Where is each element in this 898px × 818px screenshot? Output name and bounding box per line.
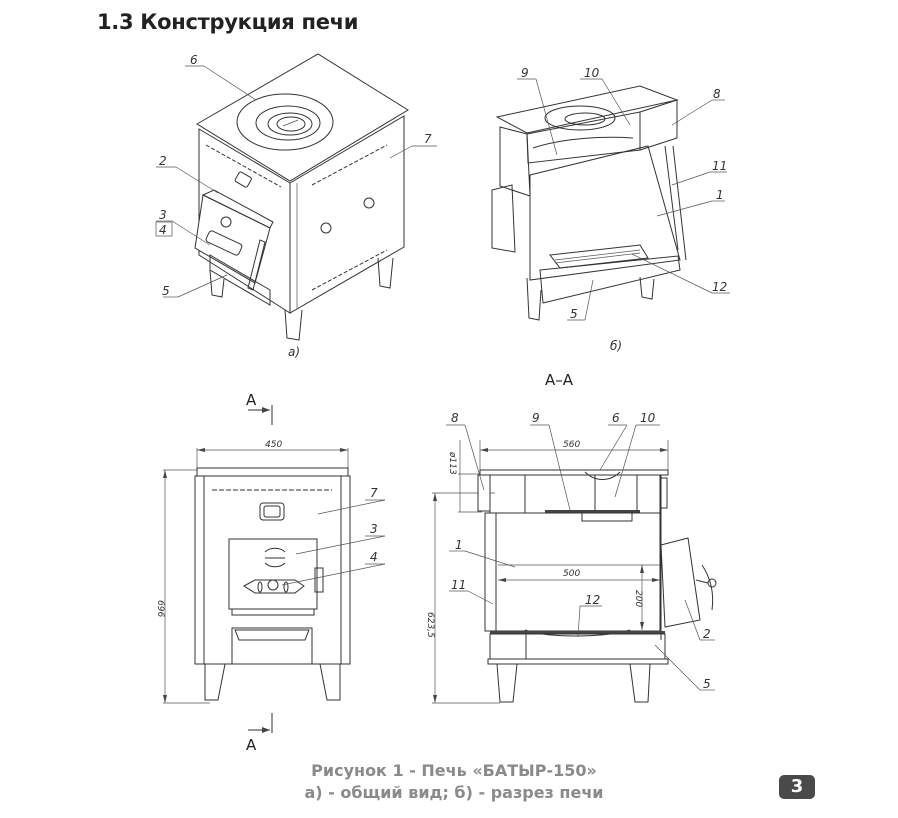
page-number-badge: 3: [779, 775, 815, 799]
figure-a-caption: а): [288, 345, 300, 359]
section-mark-top: А: [246, 391, 257, 409]
caption-line-1: Рисунок 1 - Печь «БАТЫР-150»: [311, 761, 597, 780]
callout-4: 4: [159, 223, 167, 237]
flue-dim: ø113: [447, 451, 457, 475]
callout-6: 6: [190, 53, 198, 67]
callout-9: 9: [521, 66, 529, 80]
section-callout-5: 5: [703, 677, 711, 691]
front-view: А 450 696: [155, 391, 386, 754]
figure-b-cutaway-view: 9 10 8 11 1 12 5 б): [491, 66, 730, 353]
front-callout-3: 3: [370, 522, 378, 536]
width-dim-560: 560: [563, 440, 580, 450]
callout-5b: 5: [570, 307, 578, 321]
width-dim-450: 450: [265, 440, 282, 450]
callout-2: 2: [159, 154, 167, 168]
height-dim-6235: 623,5: [425, 612, 435, 638]
section-callout-2: 2: [703, 627, 711, 641]
section-callout-1: 1: [455, 538, 463, 552]
section-callout-11: 11: [451, 578, 466, 592]
callout-7: 7: [424, 132, 432, 146]
section-callout-9: 9: [532, 411, 540, 425]
section-callout-8: 8: [451, 411, 459, 425]
front-callout-7: 7: [370, 486, 378, 500]
callout-3: 3: [159, 208, 167, 222]
figure-b-caption: б): [610, 339, 622, 353]
height-dim-696: 696: [155, 600, 165, 617]
caption-line-2: а) - общий вид; б) - разрез печи: [304, 783, 604, 802]
section-callout-12: 12: [585, 593, 600, 607]
figure-a-isometric-view: 6 7 2 3 4 5 а): [155, 53, 437, 359]
section-callout-10: 10: [640, 411, 656, 425]
chamber-dim-200: 200: [633, 590, 643, 607]
callout-11: 11: [712, 159, 727, 173]
callout-10: 10: [584, 66, 600, 80]
callout-8: 8: [713, 87, 721, 101]
section-callout-6: 6: [612, 411, 620, 425]
section-view-a-a: А–А 560 ø113 623,5: [425, 371, 717, 704]
inner-dim-500: 500: [563, 569, 580, 579]
callout-12: 12: [712, 280, 727, 294]
front-callout-4: 4: [370, 550, 378, 564]
section-mark-bottom: А: [246, 736, 257, 754]
section-title-a-a: А–А: [545, 371, 574, 389]
callout-5: 5: [162, 284, 170, 298]
figure-caption: Рисунок 1 - Печь «БАТЫР-150» а) - общий …: [0, 760, 898, 804]
section-title: 1.3 Конструкция печи: [97, 10, 359, 34]
callout-1: 1: [716, 188, 724, 202]
